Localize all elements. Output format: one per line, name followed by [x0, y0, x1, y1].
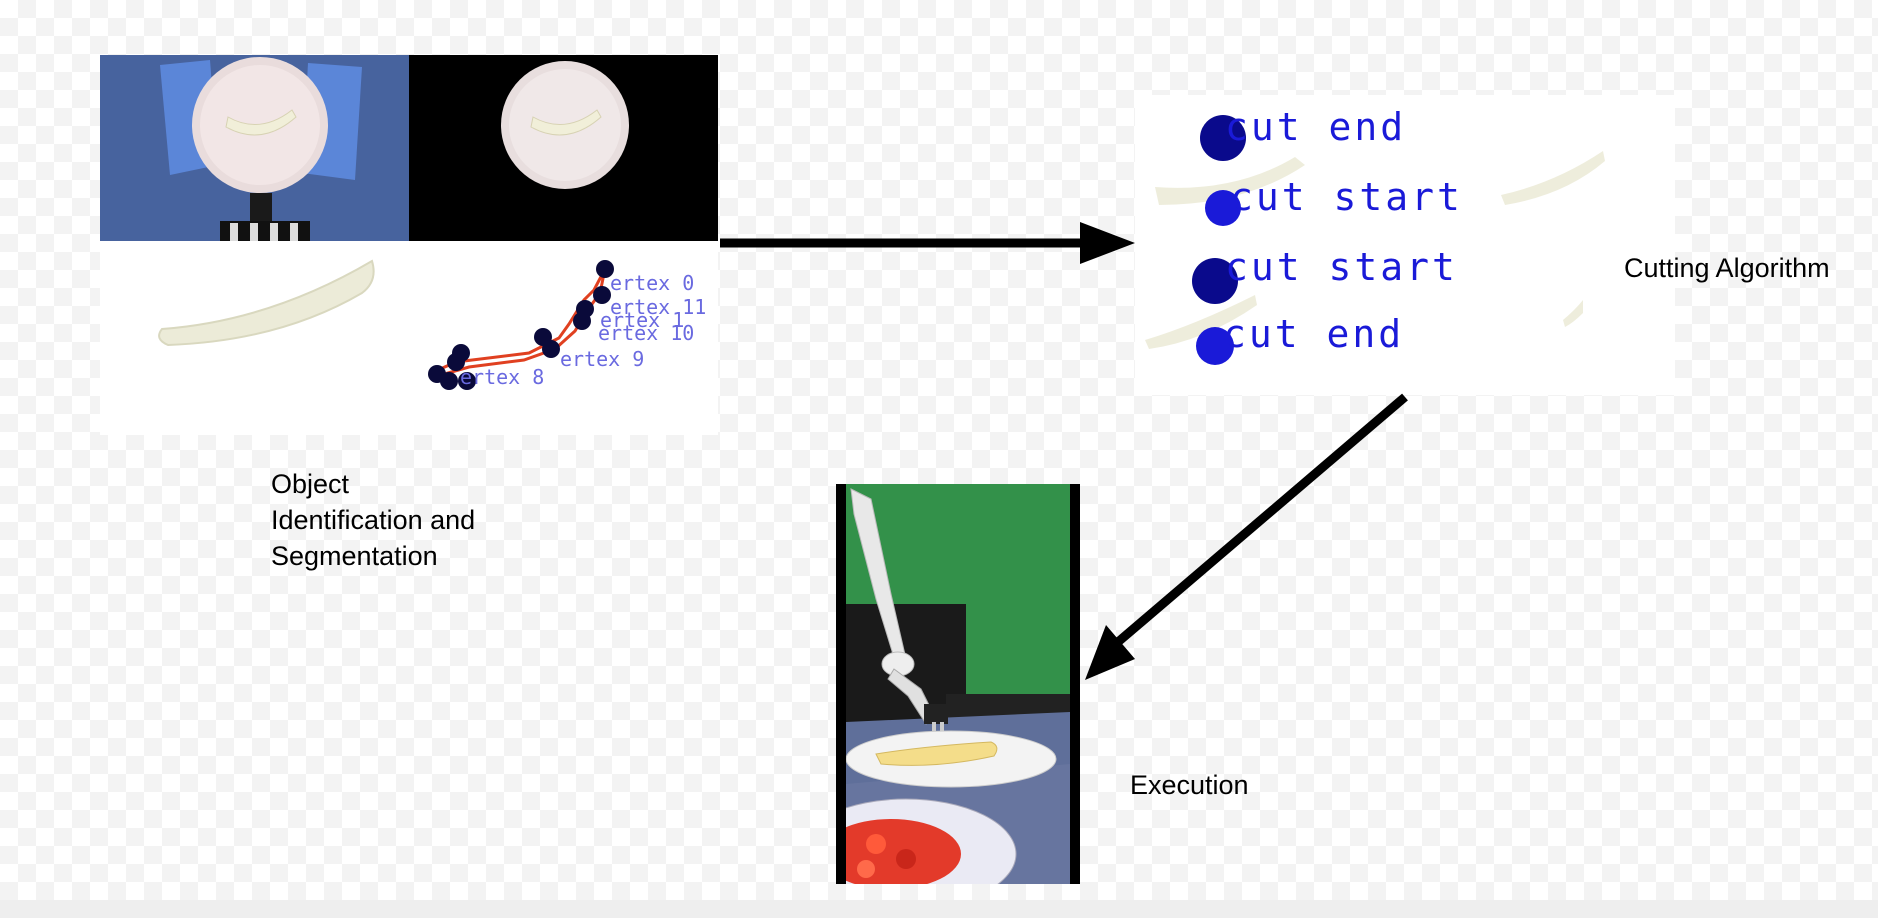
execution-caption: Execution	[1130, 770, 1249, 800]
cut-markers-image	[1145, 115, 1605, 365]
cutting-panel: cut end cut start cut start cut end	[1135, 95, 1675, 395]
segmentation-caption: Object Identification and Segmentation	[271, 466, 475, 574]
cut-label: cut end	[1225, 105, 1407, 149]
arrow-right-icon	[720, 222, 1135, 264]
arrow-down-left-icon	[1085, 393, 1408, 680]
vertex-contour-image	[428, 260, 614, 390]
robot-execution-image	[846, 484, 1070, 884]
cut-label: cut start	[1225, 245, 1458, 289]
segmented-banana-image	[158, 259, 375, 347]
caption-line: Object	[271, 469, 350, 499]
execution-panel	[836, 484, 1080, 884]
cut-label: cut end	[1223, 312, 1405, 356]
vertex-label: ertex 9	[560, 347, 645, 371]
camera-view-image	[100, 55, 409, 241]
vertex-label: ertex 11	[610, 295, 707, 319]
cutting-caption: Cutting Algorithm	[1624, 253, 1830, 283]
caption-line: Segmentation	[271, 541, 438, 571]
vertex-label: ertex 0	[610, 271, 695, 295]
caption-line: Identification and	[271, 505, 476, 535]
cut-label: cut start	[1230, 175, 1463, 219]
vertex-label: ertex 10	[598, 321, 695, 345]
masked-plate-image	[409, 55, 718, 241]
vertex-label: ertex 8	[460, 365, 545, 389]
segmentation-panel: ertex 0 ertex 11 ertex 1 ertex 10 ertex …	[100, 55, 718, 435]
bottom-strip	[0, 900, 1878, 918]
vertex-label: ertex 1	[600, 308, 685, 332]
